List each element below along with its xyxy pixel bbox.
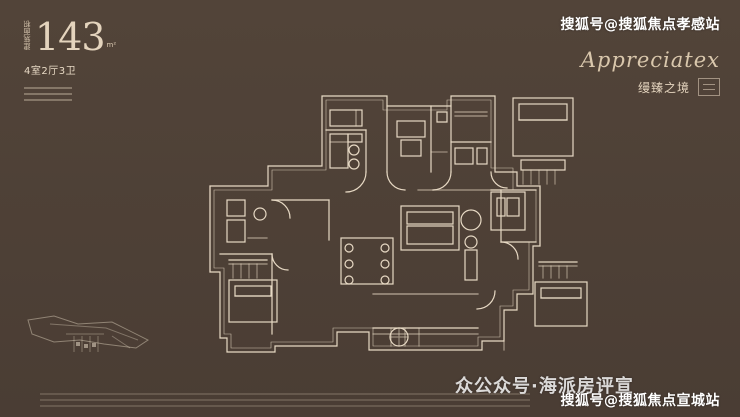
- floor-plan-drawing: [209, 95, 588, 353]
- script-brand-text: Appreciatex: [580, 48, 720, 72]
- disclaimer-line-3: [40, 405, 530, 407]
- collection-row: 缦臻之境: [540, 78, 720, 96]
- area-unit: m²: [106, 41, 117, 49]
- brand-panel: 搜狐号@搜狐焦点孝感站 Appreciatex 缦臻之境: [540, 14, 720, 96]
- area-tag: 建筑面积: [23, 20, 31, 50]
- area-display: 建筑面积 143 m²: [23, 14, 154, 59]
- room-config: 4室2厅3卫: [24, 66, 77, 77]
- middle-watermark: 众公众号·海派房评宣: [455, 376, 634, 397]
- disclaimer-line-1: [40, 393, 530, 395]
- legal-disclaimer-lines: [40, 393, 530, 407]
- collection-label: 缦臻之境: [637, 80, 690, 95]
- area-number: 143: [35, 15, 106, 59]
- spec-line-2: [24, 93, 72, 95]
- small-spec-lines: [24, 87, 72, 101]
- disclaimer-line-2: [40, 399, 530, 401]
- area-panel: 建筑面积 143 m² 4室2厅3卫: [23, 14, 154, 105]
- top-watermark: 搜狐号@搜狐焦点孝感站: [560, 17, 720, 33]
- collection-mark-icon: [698, 78, 720, 96]
- spec-line-3: [24, 99, 72, 101]
- location-map: [27, 315, 149, 352]
- bottom-watermark: 搜狐号@搜狐焦点宣城站: [560, 393, 720, 409]
- spec-line-1: [24, 87, 72, 89]
